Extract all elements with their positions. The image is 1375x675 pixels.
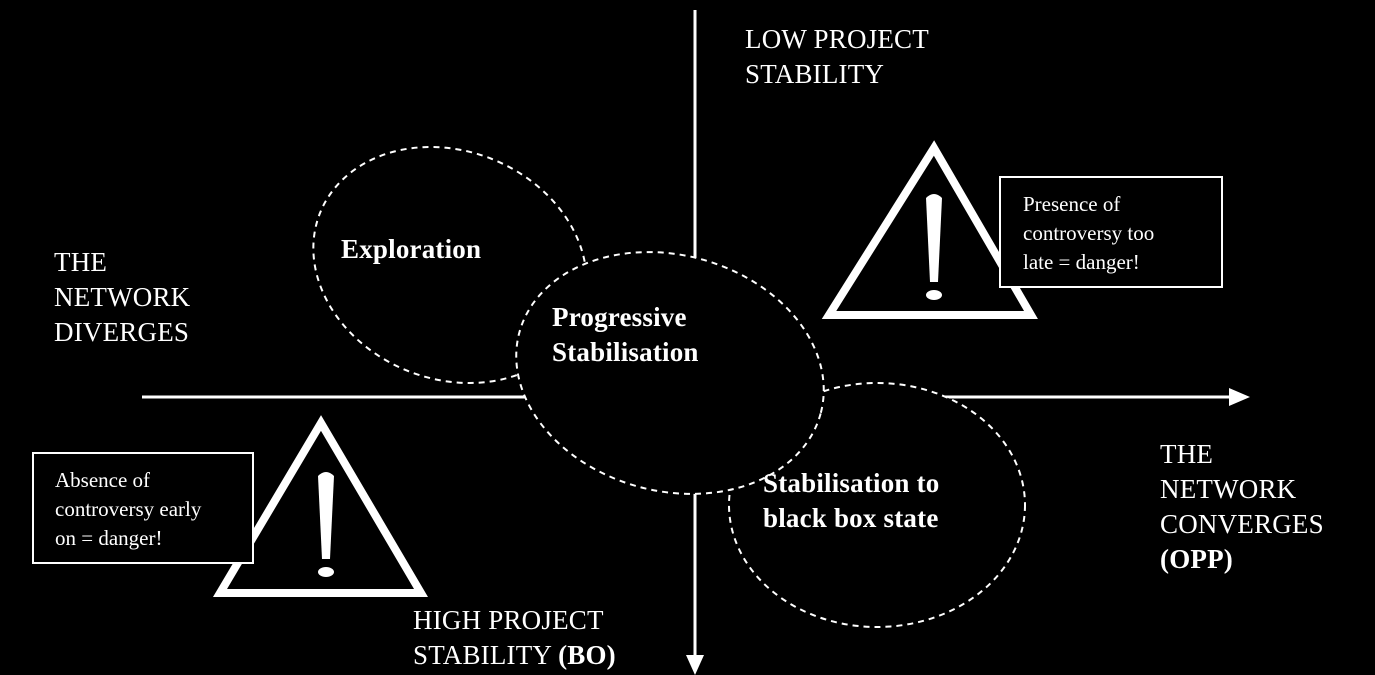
blackbox-label-line: Stabilisation to bbox=[763, 468, 940, 498]
early-warning-text: Absence of controversy early on = danger… bbox=[55, 466, 201, 553]
progressive-label-line: Progressive bbox=[552, 302, 687, 332]
bottom-axis-label-text: STABILITY bbox=[413, 640, 552, 670]
early-warning-line: Absence of bbox=[55, 468, 151, 492]
right-axis-label-line: CONVERGES bbox=[1160, 509, 1324, 539]
progressive-ellipse bbox=[515, 251, 825, 495]
late-warning-line: Presence of bbox=[1023, 192, 1121, 216]
bottom-axis-label-line: STABILITY (BO) bbox=[413, 638, 616, 673]
horizontal-axis-arrowhead bbox=[1229, 388, 1250, 406]
right-axis-label-line: THE bbox=[1160, 439, 1214, 469]
blackbox-label-line: black box state bbox=[763, 503, 939, 533]
top-axis-label: LOW PROJECT STABILITY bbox=[745, 22, 929, 92]
early-controversy-warning-box: Absence of controversy early on = danger… bbox=[32, 452, 254, 564]
bottom-axis-label: HIGH PROJECT STABILITY (BO) bbox=[413, 603, 616, 673]
bottom-axis-label-line: HIGH PROJECT bbox=[413, 605, 604, 635]
left-axis-label-line: DIVERGES bbox=[54, 317, 190, 347]
right-axis-label-line: NETWORK bbox=[1160, 474, 1297, 504]
blackbox-stabilisation-label: Stabilisation to black box state bbox=[763, 466, 940, 536]
exploration-label: Exploration bbox=[341, 234, 482, 264]
late-warning-line: controversy too bbox=[1023, 221, 1155, 245]
opp-label: (OPP) bbox=[1160, 544, 1233, 574]
right-axis-label: THE NETWORK CONVERGES (OPP) bbox=[1160, 437, 1324, 577]
left-axis-label: THE NETWORK DIVERGES bbox=[54, 245, 190, 350]
top-axis-label-line: STABILITY bbox=[745, 59, 885, 89]
early-warning-line: controversy early bbox=[55, 497, 202, 521]
warning-triangle-icon bbox=[212, 415, 428, 597]
progressive-label-line: Stabilisation bbox=[552, 337, 699, 367]
progressive-stabilisation-label: Progressive Stabilisation bbox=[552, 300, 699, 370]
left-axis-label-line: THE bbox=[54, 247, 108, 277]
early-warning-line: on = danger! bbox=[55, 526, 163, 550]
late-warning-line: late = danger! bbox=[1023, 250, 1140, 274]
vertical-axis-arrowhead bbox=[686, 655, 704, 675]
left-axis-label-line: NETWORK bbox=[54, 282, 191, 312]
bo-label: (BO) bbox=[558, 640, 616, 670]
late-warning-text: Presence of controversy too late = dange… bbox=[1023, 190, 1154, 277]
late-controversy-warning-box: Presence of controversy too late = dange… bbox=[999, 176, 1223, 288]
warning-triangle-icon bbox=[821, 140, 1038, 319]
top-axis-label-line: LOW PROJECT bbox=[745, 24, 929, 54]
